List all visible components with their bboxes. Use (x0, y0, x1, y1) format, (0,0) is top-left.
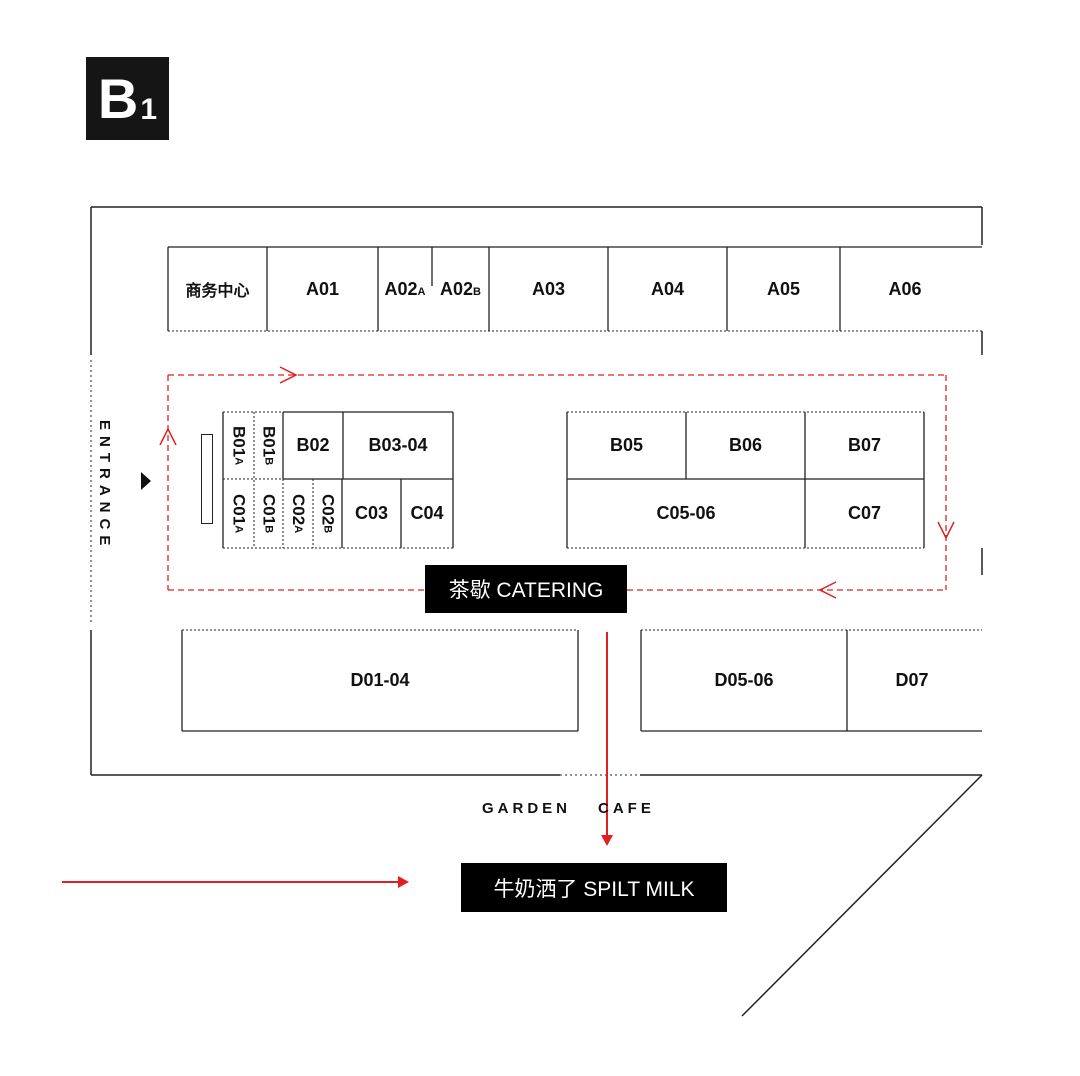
booth-c02a[interactable]: C02A (283, 479, 313, 548)
booth-label: B05 (609, 435, 644, 455)
booth-c03[interactable]: C03 (342, 479, 401, 548)
spilt-milk-text: 牛奶洒了 SPILT MILK (493, 877, 695, 901)
booth-sub-label: A (232, 457, 245, 466)
booth-business-center[interactable]: 商务中心 (168, 247, 267, 331)
booth-d07[interactable]: D07 (847, 630, 977, 731)
booth-d01-04[interactable]: D01-04 (182, 630, 578, 731)
booth-label: B06 (728, 435, 763, 455)
booth-label: B01 (259, 425, 279, 458)
booth-d05-06[interactable]: D05-06 (641, 630, 847, 731)
booth-label: C02 (289, 493, 308, 526)
booth-label: B07 (847, 435, 882, 455)
booth-b06[interactable]: B06 (686, 412, 805, 479)
booth-label: B01 (229, 425, 249, 458)
floor-letter: B (97, 66, 139, 130)
booth-a01[interactable]: A01 (267, 247, 378, 331)
booth-sub-label: A (292, 525, 304, 534)
booth-c07[interactable]: C07 (805, 479, 924, 548)
booth-b05[interactable]: B05 (567, 412, 686, 479)
booth-label: C03 (354, 503, 389, 523)
booth-c01b[interactable]: C01B (254, 479, 283, 548)
booth-sub-label: B (473, 286, 481, 298)
booth-label: C01 (259, 493, 279, 526)
floor-number: 1 (140, 92, 158, 126)
booth-sub-label: B (321, 525, 334, 534)
pillar (201, 434, 213, 524)
booth-label: D01-04 (350, 670, 410, 690)
catering-label[interactable]: 茶歇 CATERING (425, 565, 627, 613)
booth-a04[interactable]: A04 (608, 247, 727, 331)
booth-c02b[interactable]: C02B (313, 479, 342, 548)
booth-c04[interactable]: C04 (401, 479, 453, 548)
booth-label: C02 (318, 493, 338, 526)
booth-sub-label: B (262, 457, 275, 466)
catering-text: 茶歇 CATERING (448, 579, 604, 602)
booth-label: C01 (229, 493, 249, 526)
cafe-label: CAFE (598, 800, 655, 817)
booth-b02[interactable]: B02 (283, 412, 343, 479)
booth-label: B02 (296, 435, 330, 455)
booth-label: A03 (531, 278, 566, 299)
spilt-milk-label[interactable]: 牛奶洒了 SPILT MILK (461, 863, 727, 912)
entrance-label: ENTRANCE (96, 420, 113, 552)
booth-label: A02 (384, 278, 418, 299)
booth-label: D05-06 (714, 670, 774, 690)
booth-label: C07 (847, 503, 882, 523)
booth-c01a[interactable]: C01A (223, 479, 254, 548)
booth-label: 商务中心 (185, 283, 250, 300)
booth-sub-label: A (417, 286, 426, 298)
booth-b01b[interactable]: B01B (254, 412, 283, 479)
booth-label: C05-06 (656, 503, 716, 523)
booth-c05-06[interactable]: C05-06 (567, 479, 805, 548)
booth-a03[interactable]: A03 (489, 247, 608, 331)
booth-label: B03-04 (368, 435, 428, 455)
booth-sub-label: A (232, 525, 245, 534)
booth-label: A04 (650, 278, 685, 299)
booth-label: D07 (895, 670, 929, 690)
booth-label: C04 (410, 503, 444, 523)
booth-sub-label: B (262, 525, 275, 534)
booth-b01a[interactable]: B01A (223, 412, 254, 479)
booth-b03-04[interactable]: B03-04 (343, 412, 453, 479)
booth-a06[interactable]: A06 (840, 247, 970, 331)
booth-b07[interactable]: B07 (805, 412, 924, 479)
booth-label: A01 (305, 278, 340, 299)
booth-label: A05 (766, 278, 801, 299)
booth-label: A02 (440, 278, 474, 299)
booth-label: A06 (888, 278, 922, 299)
floor-badge: B 1 (86, 57, 169, 140)
garden-label: GARDEN (482, 800, 572, 817)
booth-a05[interactable]: A05 (727, 247, 840, 331)
